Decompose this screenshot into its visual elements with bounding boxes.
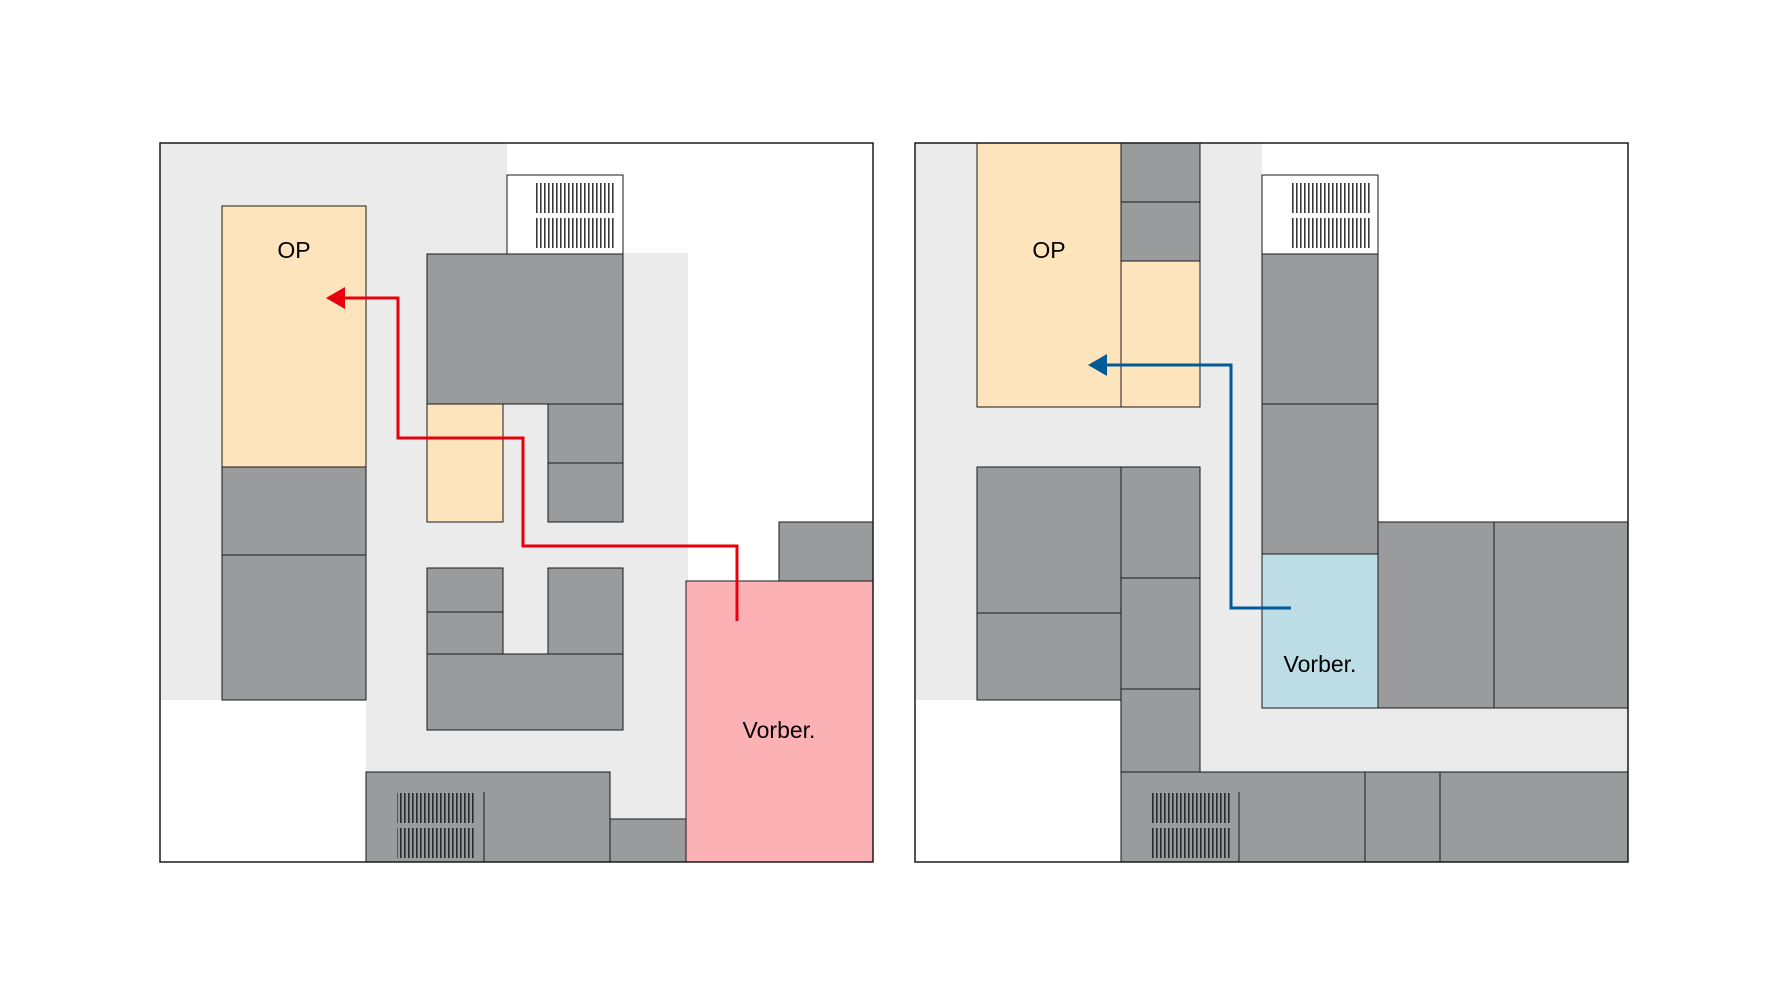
prep-label: Vorber. [1284, 651, 1357, 677]
prep-room [1261, 553, 1379, 709]
stairs-icon [397, 828, 476, 858]
route-arrowhead-icon [1088, 354, 1107, 376]
stairs-icon [1152, 828, 1231, 858]
stairs-icon [536, 183, 615, 213]
stairs-icon [1291, 183, 1370, 213]
op-annex-room [1120, 260, 1201, 408]
plan-outline [159, 142, 874, 863]
prep-room [685, 580, 874, 863]
stairs-icon [536, 218, 615, 248]
op-room [221, 205, 367, 468]
stairs-icon [1291, 218, 1370, 248]
floor-plan-right: OP Vorber. [914, 142, 1629, 863]
op-annex-room [426, 403, 504, 523]
plan-outline [914, 142, 1629, 863]
op-label: OP [277, 237, 310, 263]
stairs-icon [1152, 793, 1231, 823]
floor-plan-left: OP Vorber. [159, 142, 874, 863]
prep-label: Vorber. [743, 717, 816, 743]
service-blocks [976, 142, 1629, 863]
route-path [1102, 363, 1291, 610]
route-path [340, 296, 739, 621]
op-label: OP [1032, 237, 1065, 263]
stairs-icon [397, 793, 476, 823]
route-arrowhead-icon [326, 287, 345, 309]
